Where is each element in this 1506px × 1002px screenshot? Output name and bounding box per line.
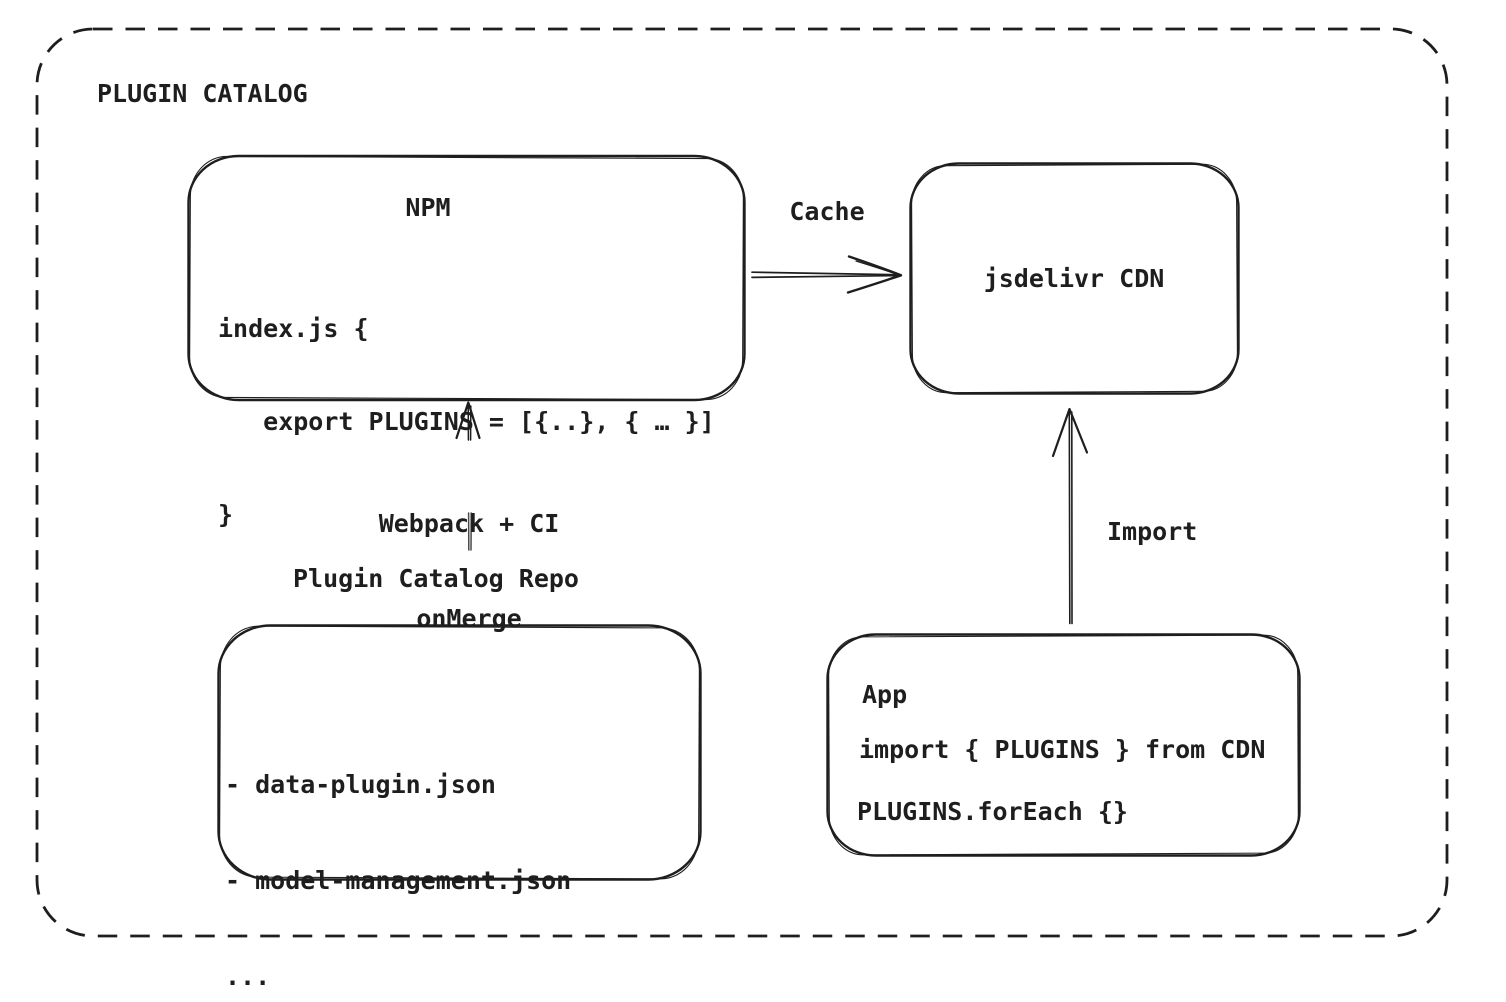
npm-code-line: } — [218, 500, 234, 529]
npm-code-line: export PLUGINS = [{..}, { … }] — [218, 407, 715, 436]
npm-box — [187, 154, 746, 402]
cdn-box — [909, 162, 1240, 395]
diagram-title: PLUGIN CATALOG — [97, 79, 308, 108]
cdn-box-label: jsdelivr CDN — [983, 264, 1165, 293]
repo-box — [217, 624, 702, 881]
npm-code-block: index.js { export PLUGINS = [{..}, { … }… — [218, 251, 715, 592]
cache-arrow — [751, 255, 903, 294]
repo-box-title: Plugin Catalog Repo — [293, 564, 579, 593]
repo-file-item: ... — [225, 962, 271, 991]
repo-file-item: - model-management.json — [225, 866, 572, 895]
build-arrow-label: Webpack + CI onMerge — [338, 445, 600, 697]
app-box-title: App — [862, 680, 908, 709]
import-arrow — [1051, 407, 1089, 625]
app-box — [826, 633, 1301, 857]
repo-file-list: - data-plugin.json - model-management.js… — [225, 705, 571, 1002]
repo-file-item: - data-plugin.json — [225, 770, 496, 799]
build-arrow-label-line: Webpack + CI — [378, 509, 560, 538]
npm-code-line: index.js { — [218, 314, 369, 343]
npm-box-title: NPM — [405, 193, 451, 222]
app-code-line: PLUGINS.forEach {} — [857, 797, 1128, 826]
cache-arrow-label: Cache — [789, 197, 865, 226]
build-arrow-label-line: onMerge — [416, 603, 522, 633]
build-arrow — [455, 401, 481, 551]
app-code-line: import { PLUGINS } from CDN — [859, 735, 1266, 764]
import-arrow-label: Import — [1107, 517, 1198, 546]
